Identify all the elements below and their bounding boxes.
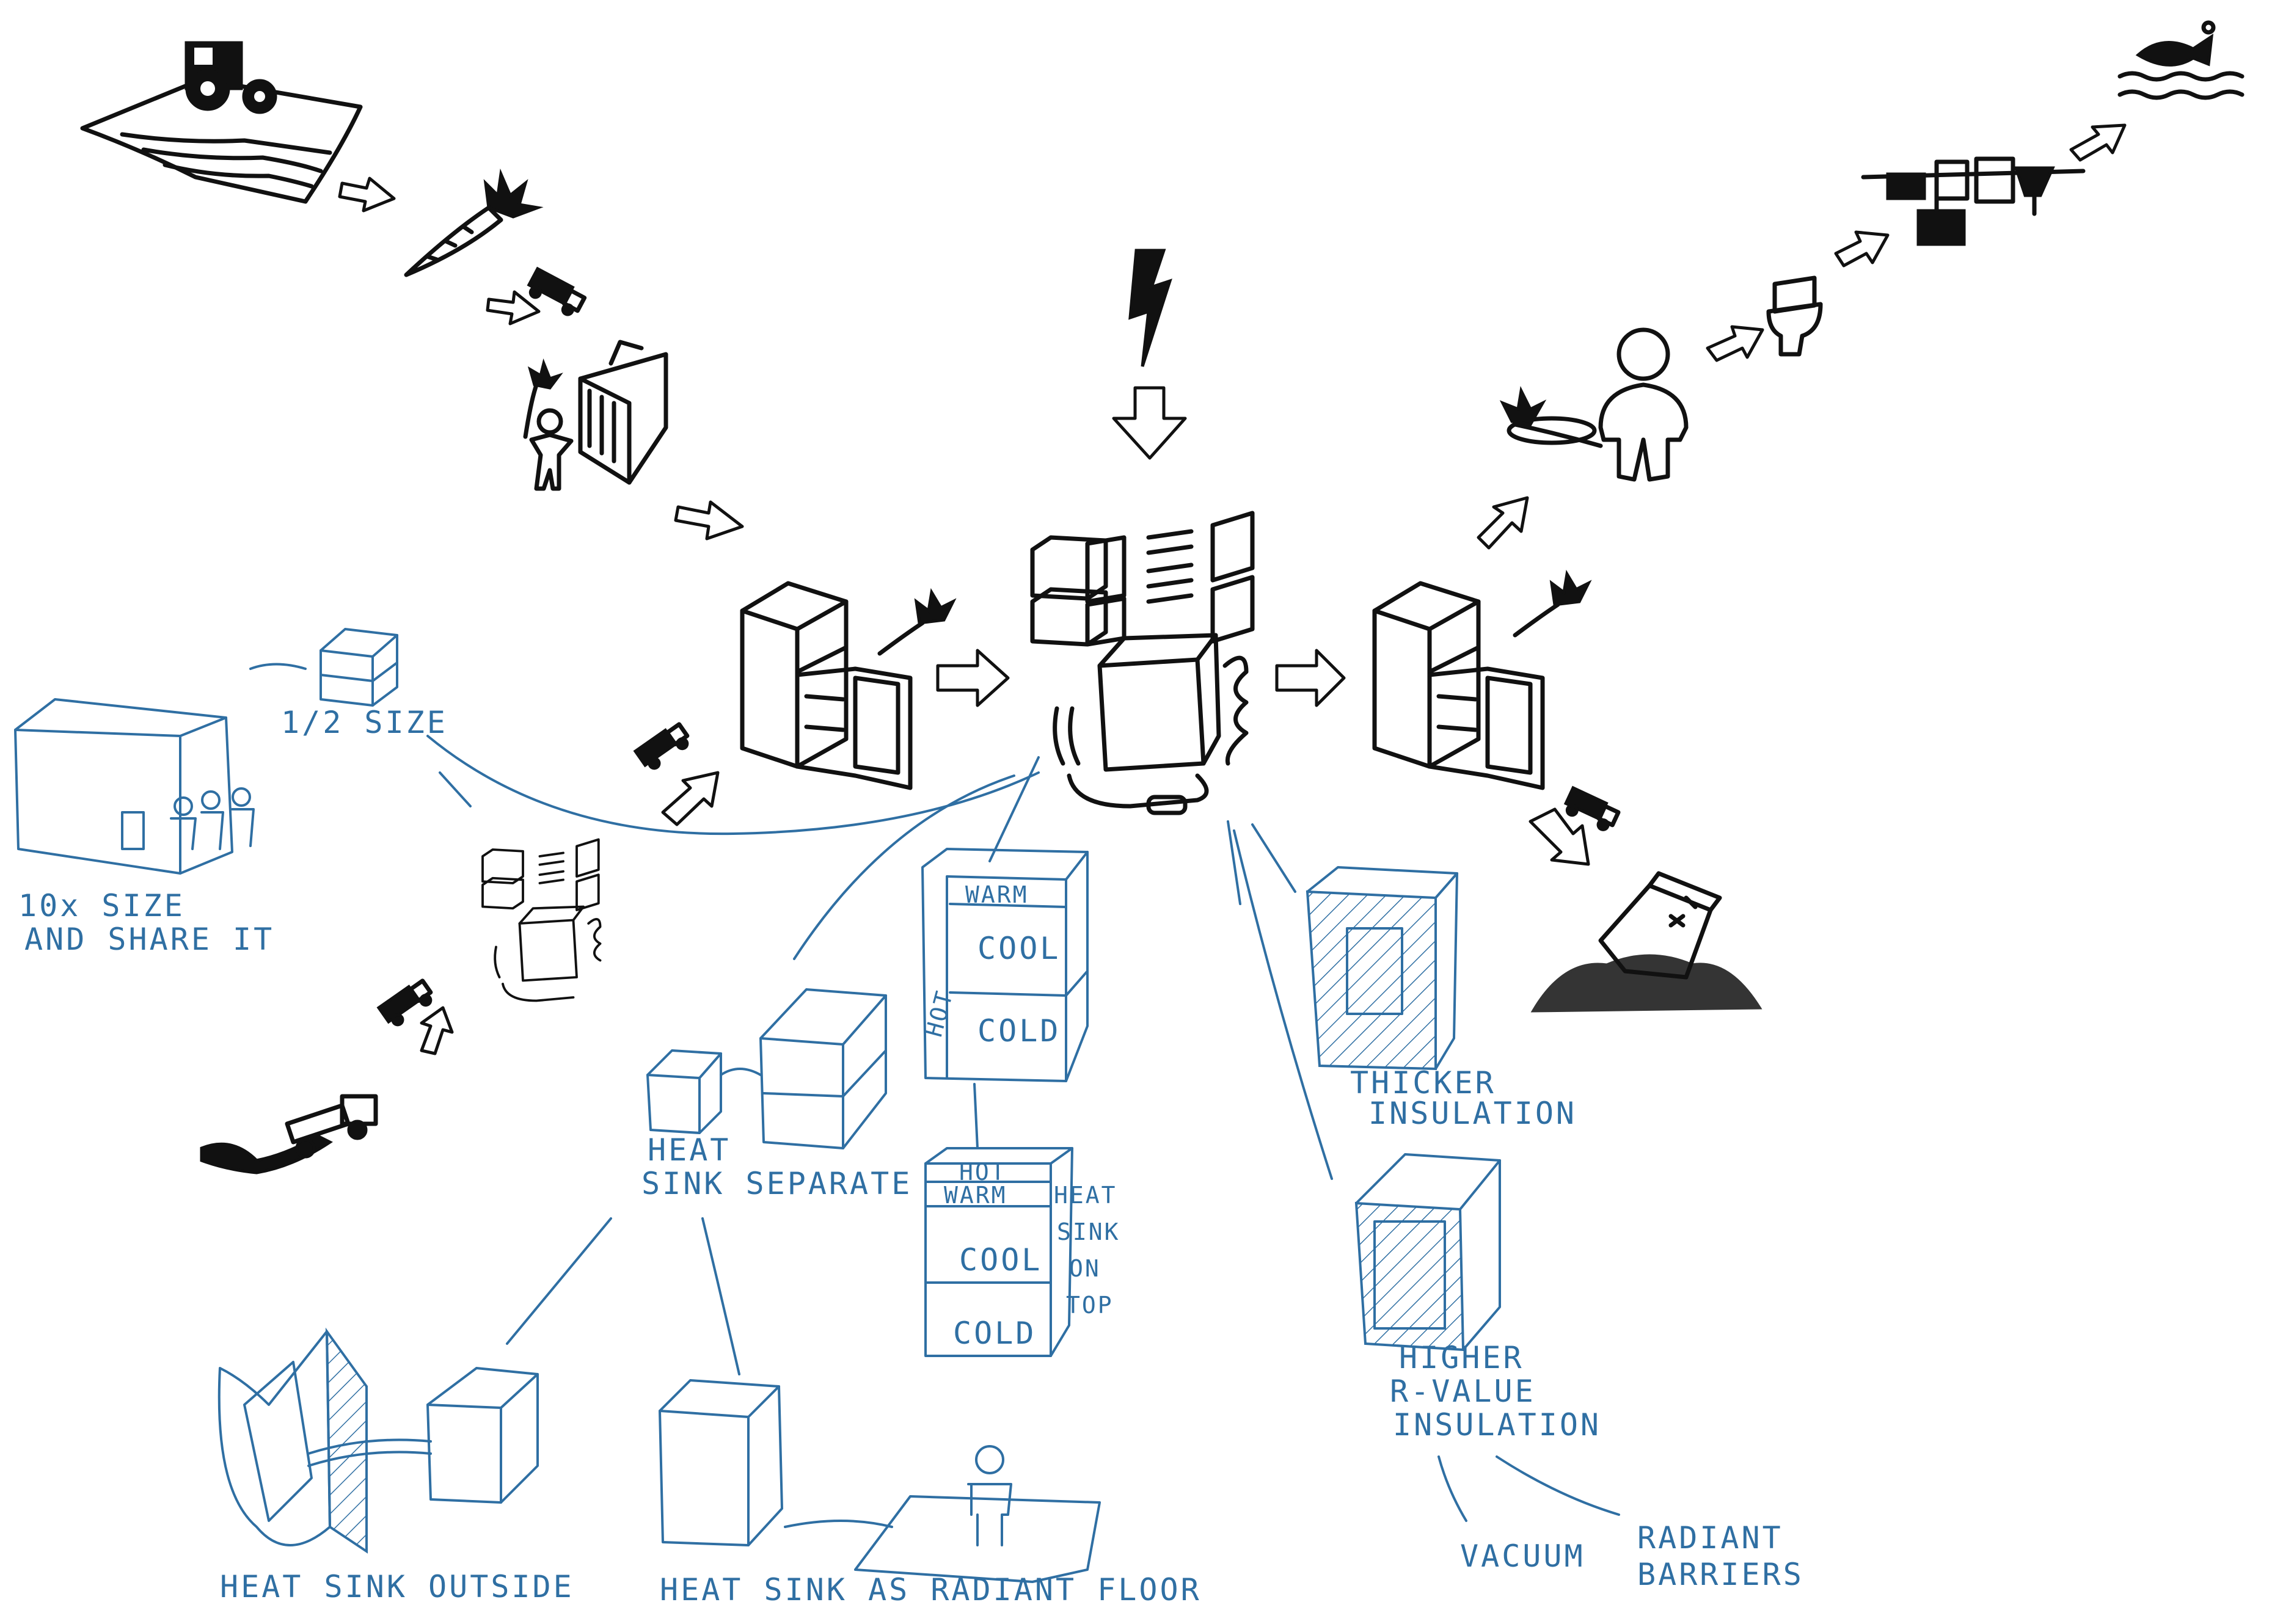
- heat-sink-radiant-floor-sketch: [659, 1379, 1101, 1583]
- refrigerator-with-carrot-icon: [1372, 569, 1592, 790]
- cold-label: COLD: [953, 1316, 1036, 1351]
- flow-arrow: [1477, 496, 1529, 550]
- person-eating-icon: [1499, 327, 1689, 482]
- heat-sink-on-top-label: TOP: [1066, 1292, 1114, 1319]
- higher-r-value-label: R-VALUE: [1390, 1374, 1536, 1409]
- warm-label: WARM: [944, 1182, 1007, 1209]
- thicker-insulation-label: INSULATION: [1368, 1096, 1577, 1131]
- share-it-label: AND SHARE IT: [24, 922, 274, 957]
- thicker-insulation-label: THICKER: [1350, 1065, 1496, 1101]
- connector-line: [1437, 1455, 1467, 1522]
- vacuum-label: VACUUM: [1460, 1538, 1585, 1574]
- radiant-barriers-label: RADIANT: [1637, 1520, 1783, 1556]
- ten-x-size-label: 10x SIZE: [18, 888, 185, 923]
- flow-arrow: [674, 500, 744, 541]
- connector-line: [988, 756, 1040, 862]
- connector-line: [1233, 829, 1333, 1180]
- flow-arrow: [1706, 325, 1764, 362]
- connector-line: [973, 1083, 979, 1149]
- higher-r-value-insulation-sketch: [1354, 1153, 1501, 1352]
- hot-side-label: HOT: [920, 987, 959, 1040]
- connector-line: [1251, 823, 1296, 893]
- cool-label: COOL: [977, 931, 1061, 966]
- flow-arrow: [486, 290, 541, 326]
- heat-sink-separate-label: SINK SEPARATE: [641, 1166, 912, 1201]
- connector-line: [426, 735, 1040, 836]
- connector-line: [793, 774, 1015, 960]
- thicker-insulation-sketch: [1306, 866, 1458, 1071]
- heat-sink-on-top-label: ON: [1069, 1255, 1101, 1282]
- connector-line: [439, 771, 472, 807]
- flow-arrow: [420, 1006, 454, 1055]
- cool-label: COOL: [959, 1242, 1042, 1278]
- heat-sink-radiant-floor-label: HEAT SINK AS RADIANT FLOOR: [660, 1572, 1202, 1608]
- power-arrow: [1112, 386, 1187, 460]
- heat-sink-separate-label: HEAT: [648, 1132, 731, 1168]
- flow-arrow: [661, 771, 720, 826]
- heat-sink-on-top-label: SINK: [1057, 1218, 1120, 1245]
- truck-icon: [376, 978, 433, 1027]
- flow-arrow: [1834, 230, 1890, 268]
- stacked-compartments-hot-side: [921, 848, 1089, 1082]
- exploded-refrigerator-icon: [481, 838, 602, 1002]
- carrot-icon: [404, 168, 544, 277]
- connector-line: [701, 1217, 740, 1375]
- toilet-icon: [1766, 275, 1823, 357]
- farm-field-tractor-icon: [80, 41, 363, 204]
- half-size-cube: [320, 628, 398, 707]
- connector-line: [1496, 1455, 1620, 1516]
- cold-label: COLD: [977, 1013, 1061, 1049]
- flow-arrow: [1275, 649, 1346, 707]
- connector-line: [506, 1217, 612, 1345]
- hot-top-label: HOT: [959, 1159, 1007, 1185]
- heat-sink-outside-sketch: [217, 1327, 539, 1554]
- refrigerator-with-carrot-icon: [740, 581, 957, 790]
- fish-in-water-icon: [2117, 20, 2245, 100]
- heat-sink-on-top-label: HEAT: [1054, 1182, 1117, 1209]
- building-with-people-icon: [14, 698, 255, 875]
- flow-arrow: [936, 649, 1010, 707]
- water-treatment-icon: [1861, 156, 2086, 246]
- flow-arrow: [2069, 123, 2127, 162]
- landfill-fridge-icon: [1530, 871, 1762, 1013]
- higher-r-value-label: INSULATION: [1393, 1407, 1601, 1443]
- truck-icon: [633, 722, 690, 770]
- dump-truck-landfill-icon: [200, 1094, 378, 1174]
- stacked-compartments-hot-top: [924, 1147, 1073, 1357]
- exploded-refrigerator-icon: [1030, 511, 1255, 815]
- radiant-barriers-label: BARRIERS: [1637, 1557, 1804, 1592]
- flow-arrow: [1529, 807, 1590, 866]
- connector-line: [249, 663, 307, 670]
- lightning-bolt-icon: [1128, 249, 1172, 367]
- heat-sink-separate-sketch: [646, 988, 887, 1149]
- warm-label: WARM: [965, 881, 1029, 908]
- half-size-label: 1/2 SIZE: [281, 705, 448, 740]
- flow-arrow: [338, 177, 396, 213]
- connector-line: [1227, 820, 1241, 905]
- truck-icon: [1563, 785, 1621, 831]
- shopper-store-icon: [523, 340, 668, 491]
- heat-sink-outside-label: HEAT SINK OUTSIDE: [220, 1569, 574, 1604]
- truck-icon: [527, 266, 587, 316]
- higher-r-value-label: HIGHER: [1399, 1340, 1524, 1375]
